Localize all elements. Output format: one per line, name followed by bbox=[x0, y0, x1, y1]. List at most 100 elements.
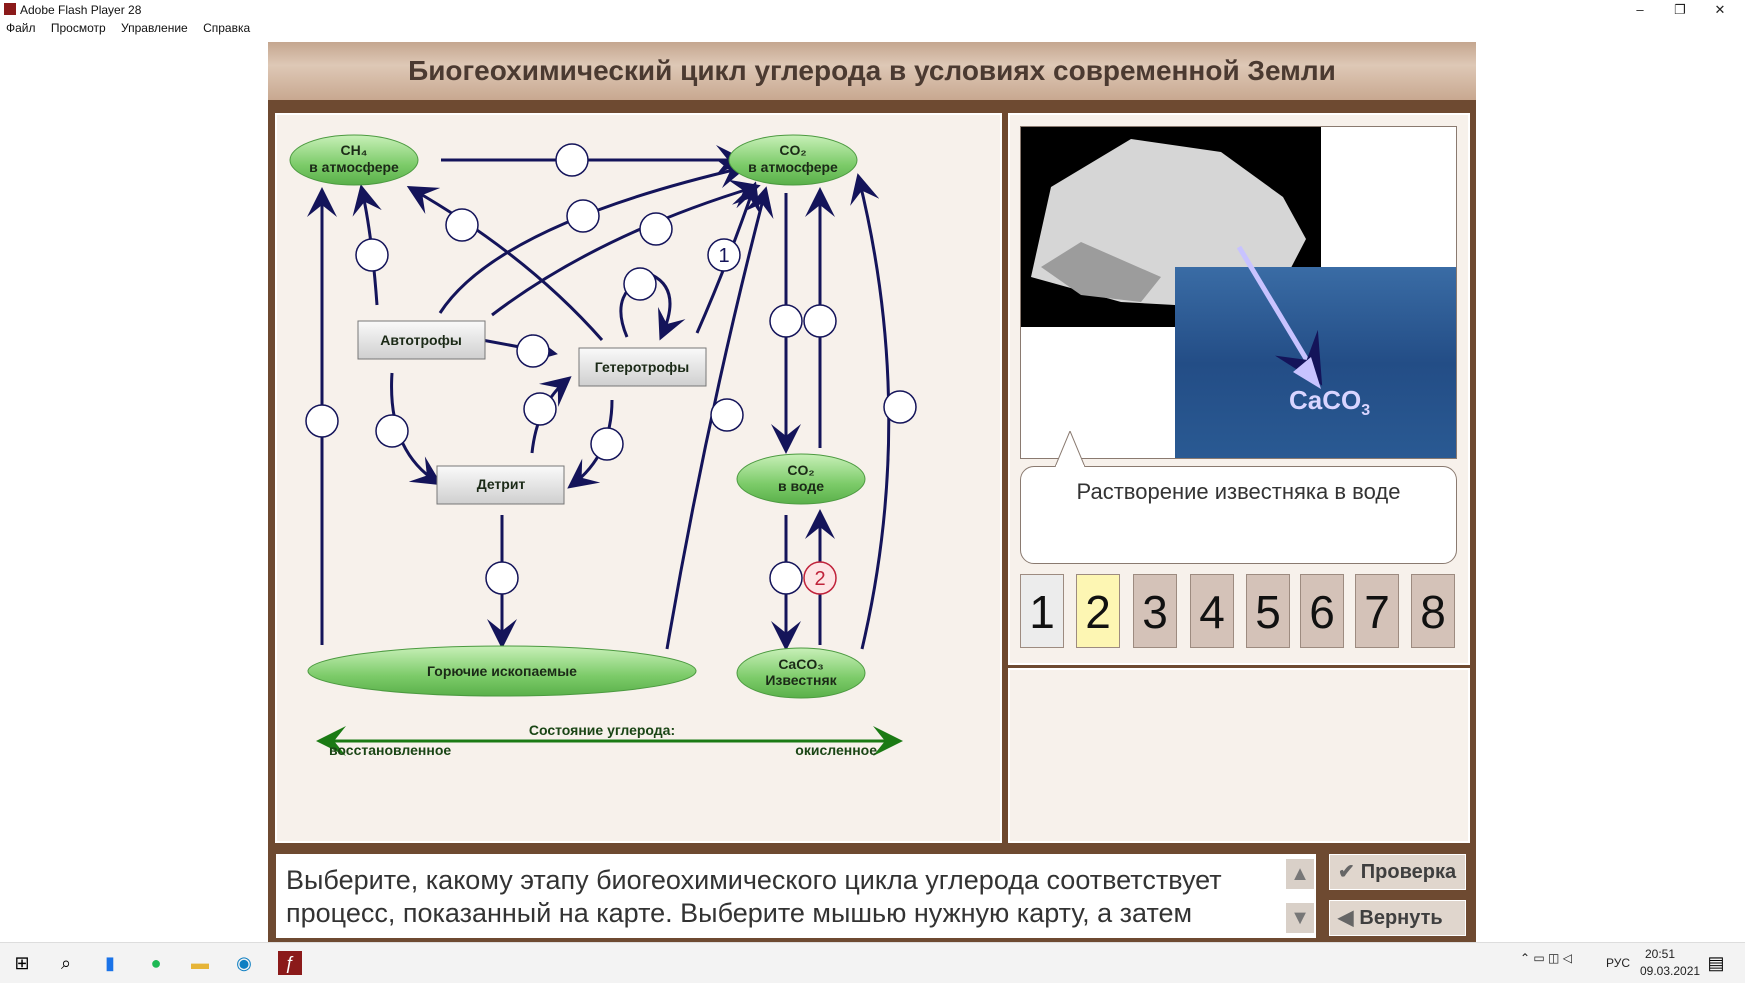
card-3[interactable]: 3 bbox=[1133, 574, 1177, 648]
window-titlebar: Adobe Flash Player 28 – ❐ ✕ bbox=[0, 0, 1745, 20]
svg-text:Известняк: Известняк bbox=[765, 672, 837, 688]
arrow-heterotrophs-ch4 bbox=[406, 186, 604, 341]
carbon-cycle-diagram: 1 2 CH₄ в атмосфере CO₂ в атмосфере CO₂ … bbox=[289, 134, 917, 758]
answer-cards: 1 2 3 4 5 6 7 8 bbox=[1020, 574, 1457, 648]
tray-icons[interactable]: ⌃ ▭ ◫ ◁ bbox=[1520, 951, 1572, 965]
svg-text:CO₂: CO₂ bbox=[787, 462, 814, 478]
process-illustration: CaCO3 bbox=[1020, 126, 1457, 459]
node-heterotrophs bbox=[578, 347, 707, 387]
notification-icon[interactable]: ▤ bbox=[1707, 953, 1725, 973]
slot-circle[interactable] bbox=[883, 390, 917, 424]
marker-1: 1 bbox=[707, 238, 741, 272]
slot-circle[interactable] bbox=[710, 398, 744, 432]
page-title: Биогеохимический цикл углерода в условия… bbox=[408, 55, 1336, 86]
card-1[interactable]: 1 bbox=[1020, 574, 1064, 648]
window-title: Adobe Flash Player 28 bbox=[20, 3, 142, 17]
banner: Биогеохимический цикл углерода в условия… bbox=[268, 42, 1476, 100]
slot-circle[interactable] bbox=[375, 414, 409, 448]
process-caption: Растворение известняка в воде bbox=[1020, 466, 1457, 564]
svg-text:в воде: в воде bbox=[778, 478, 824, 494]
svg-text:в атмосфере: в атмосфере bbox=[748, 159, 838, 175]
svg-text:2: 2 bbox=[814, 568, 825, 590]
flash-app-icon bbox=[4, 3, 16, 15]
card-7[interactable]: 7 bbox=[1355, 574, 1399, 648]
node-caco3-limestone bbox=[736, 647, 866, 699]
node-co2-water bbox=[736, 453, 866, 505]
svg-text:CO₂: CO₂ bbox=[779, 142, 806, 158]
slot-circle[interactable] bbox=[523, 392, 557, 426]
svg-text:Гетеротрофы: Гетеротрофы bbox=[595, 359, 689, 375]
flash-stage: Биогеохимический цикл углерода в условия… bbox=[268, 42, 1476, 944]
slot-circle[interactable] bbox=[305, 404, 339, 438]
svg-text:CaCO₃: CaCO₃ bbox=[778, 656, 823, 672]
diagram-panel: 1 2 CH₄ в атмосфере CO₂ в атмосфере CO₂ … bbox=[275, 113, 1002, 843]
answer-panel bbox=[1008, 668, 1470, 843]
carbon-state-axis: Состояние углерода: восстановленное окис… bbox=[316, 722, 903, 758]
phone-app-icon[interactable]: ▮ bbox=[105, 953, 115, 973]
slot-circle[interactable] bbox=[485, 561, 519, 595]
scroll-down-button[interactable]: ▼ bbox=[1285, 902, 1315, 934]
node-co2-atmosphere bbox=[728, 134, 858, 186]
arrow-caco3-co2atm bbox=[850, 173, 891, 650]
check-icon: ✔ bbox=[1338, 861, 1355, 883]
slot-circle[interactable] bbox=[566, 199, 600, 233]
clock-date[interactable]: 09.03.2021 bbox=[1640, 964, 1701, 978]
slot-circle[interactable] bbox=[445, 208, 479, 242]
arrow-heterotrophs-co2 bbox=[491, 179, 761, 317]
clock-time[interactable]: 20:51 bbox=[1645, 947, 1676, 961]
menu-file[interactable]: Файл bbox=[6, 21, 36, 35]
menu-bar: Файл Просмотр Управление Справка bbox=[0, 21, 256, 39]
flash-player-taskbar-icon[interactable]: ƒ bbox=[278, 951, 302, 975]
caco3-label: CaCO3 bbox=[1289, 385, 1371, 420]
node-fossil-fuels bbox=[307, 645, 697, 697]
scroll-up-button[interactable]: ▲ bbox=[1285, 858, 1315, 890]
menu-view[interactable]: Просмотр bbox=[50, 21, 106, 35]
spotify-icon[interactable]: ● bbox=[150, 953, 162, 973]
card-8[interactable]: 8 bbox=[1411, 574, 1455, 648]
node-autotrophs bbox=[357, 320, 486, 360]
slot-circle[interactable] bbox=[639, 212, 673, 246]
svg-text:в атмосфере: в атмосфере bbox=[309, 159, 399, 175]
language-indicator[interactable]: РУС bbox=[1606, 956, 1631, 970]
card-4[interactable]: 4 bbox=[1190, 574, 1234, 648]
slot-circle[interactable] bbox=[803, 304, 837, 338]
slot-circle[interactable] bbox=[769, 561, 803, 595]
slot-circle[interactable] bbox=[623, 267, 657, 301]
folder-icon[interactable]: ▬ bbox=[191, 953, 209, 973]
slot-circle[interactable] bbox=[516, 334, 550, 368]
svg-text:Детрит: Детрит bbox=[477, 476, 526, 492]
slot-circle[interactable] bbox=[590, 427, 624, 461]
arrow-co2-autotrophs bbox=[438, 158, 748, 314]
state-reduced-label: восстановленное bbox=[329, 742, 451, 758]
card-6[interactable]: 6 bbox=[1300, 574, 1344, 648]
windows-start-icon[interactable]: ⊞ bbox=[14, 953, 30, 973]
marker-2: 2 bbox=[803, 561, 837, 595]
taskbar: ⊞ ⌕ ▮ ● ▬ ◉ ƒ ⌃ ▭ ◫ ◁ РУС 20:51 09.03.20… bbox=[0, 942, 1745, 983]
svg-text:1: 1 bbox=[718, 245, 729, 267]
menu-help[interactable]: Справка bbox=[203, 21, 251, 35]
maximize-button[interactable]: ❐ bbox=[1674, 2, 1686, 17]
svg-text:Горючие ископаемые: Горючие ископаемые bbox=[427, 663, 577, 679]
menu-control[interactable]: Управление bbox=[121, 21, 188, 35]
slot-circle[interactable] bbox=[555, 143, 589, 177]
state-title: Состояние углерода: bbox=[529, 722, 675, 738]
close-button[interactable]: ✕ bbox=[1714, 2, 1726, 17]
svg-text:Автотрофы: Автотрофы bbox=[380, 332, 462, 348]
search-icon[interactable]: ⌕ bbox=[60, 953, 72, 973]
card-5[interactable]: 5 bbox=[1246, 574, 1290, 648]
minimize-button[interactable]: – bbox=[1636, 2, 1644, 17]
question-box: Выберите, какому этапу биогеохимического… bbox=[276, 854, 1316, 938]
check-button[interactable]: ✔Проверка bbox=[1329, 854, 1466, 890]
node-detritus bbox=[436, 465, 565, 505]
node-ch4-atmosphere bbox=[289, 134, 419, 186]
state-oxidized-label: окисленное bbox=[795, 742, 877, 758]
slot-circle[interactable] bbox=[769, 304, 803, 338]
slot-circle[interactable] bbox=[355, 238, 389, 272]
card-2[interactable]: 2 bbox=[1076, 574, 1120, 648]
edge-browser-icon[interactable]: ◉ bbox=[236, 953, 252, 973]
back-arrow-icon: ◀ bbox=[1338, 907, 1354, 929]
question-text: Выберите, какому этапу биогеохимического… bbox=[286, 865, 1222, 928]
caption-pointer bbox=[1055, 431, 1085, 467]
back-button[interactable]: ◀Вернуть bbox=[1329, 900, 1466, 936]
svg-text:CH₄: CH₄ bbox=[341, 142, 368, 158]
